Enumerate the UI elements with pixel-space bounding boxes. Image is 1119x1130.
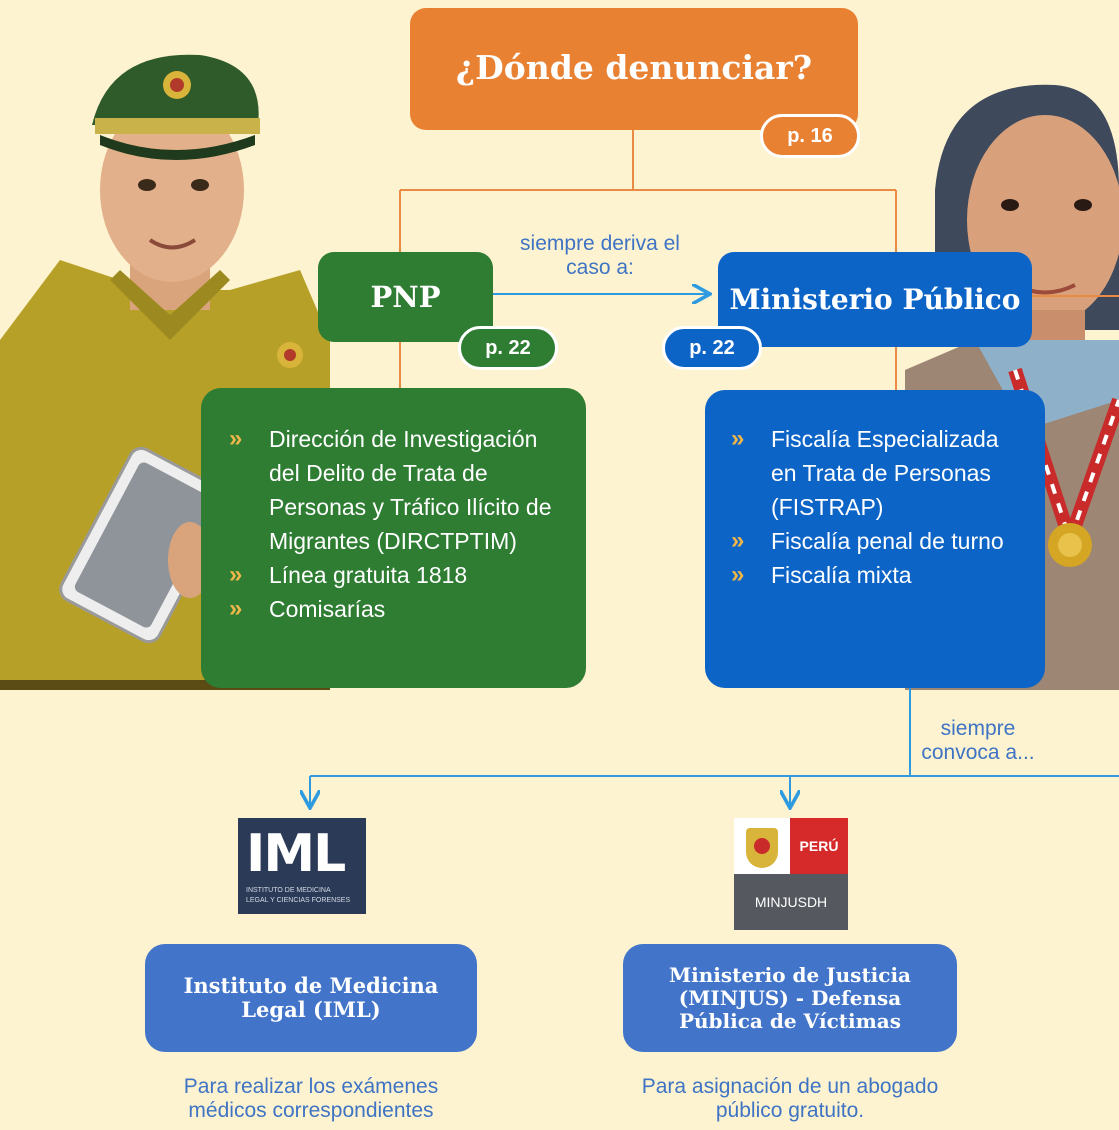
chevron-right-icon: » bbox=[731, 527, 745, 554]
ministerio-items: »Fiscalía Especializada en Trata de Pers… bbox=[731, 422, 1027, 592]
minjus-logo: PERÚ MINJUSDH bbox=[734, 818, 848, 930]
list-item: »Comisarías bbox=[229, 592, 566, 626]
chevron-right-icon: » bbox=[731, 561, 745, 588]
pnp-page-badge: p. 22 bbox=[458, 326, 558, 370]
chevron-right-icon: » bbox=[229, 595, 243, 622]
police-officer-illustration bbox=[0, 54, 330, 690]
list-item: »Fiscalía Especializada en Trata de Pers… bbox=[731, 422, 1027, 524]
list-item: »Dirección de Investigación del Delito d… bbox=[229, 422, 566, 558]
ministerio-box: Ministerio Público bbox=[718, 252, 1032, 347]
deriva-label: siempre deriva el caso a: bbox=[520, 232, 680, 279]
title-page-badge: p. 16 bbox=[760, 114, 860, 158]
chevron-right-icon: » bbox=[229, 561, 243, 588]
minjus-logo-bottom: MINJUSDH bbox=[734, 874, 848, 930]
minjus-label: Ministerio de Justicia (MINJUS) - Defens… bbox=[668, 962, 912, 1033]
iml-logo: IML INSTITUTO DE MEDICINA LEGAL Y CIENCI… bbox=[238, 818, 366, 914]
minjus-logo-top: PERÚ bbox=[790, 818, 848, 874]
pnp-page-text: p. 22 bbox=[485, 336, 531, 359]
list-item: »Fiscalía penal de turno bbox=[731, 524, 1027, 558]
iml-label: Instituto de Medicina Legal (IML) bbox=[183, 973, 439, 1022]
title-text: ¿Dónde denunciar? bbox=[455, 47, 813, 87]
iml-logo-sub1: INSTITUTO DE MEDICINA bbox=[246, 887, 331, 894]
minjus-box: Ministerio de Justicia (MINJUS) - Defens… bbox=[623, 944, 957, 1052]
iml-box: Instituto de Medicina Legal (IML) bbox=[145, 944, 477, 1052]
pnp-box: PNP bbox=[318, 252, 493, 342]
pnp-label: PNP bbox=[370, 280, 441, 314]
iml-caption: Para realizar los exámenes médicos corre… bbox=[183, 1075, 439, 1122]
pnp-list-box: »Dirección de Investigación del Delito d… bbox=[201, 388, 586, 688]
peru-shield-icon bbox=[746, 828, 778, 868]
chevron-right-icon: » bbox=[229, 425, 243, 452]
ministerio-page-text: p. 22 bbox=[689, 336, 735, 359]
minjus-caption: Para asignación de un abogado público gr… bbox=[641, 1075, 939, 1122]
title-box: ¿Dónde denunciar? bbox=[410, 8, 858, 130]
iml-logo-text: IML bbox=[246, 824, 346, 884]
ministerio-label: Ministerio Público bbox=[729, 283, 1021, 316]
list-item: »Fiscalía mixta bbox=[731, 558, 1027, 592]
iml-logo-sub2: LEGAL Y CIENCIAS FORENSES bbox=[246, 897, 351, 904]
ministerio-list-box: »Fiscalía Especializada en Trata de Pers… bbox=[705, 390, 1045, 688]
convoca-label: siempre convoca a... bbox=[921, 717, 1035, 764]
chevron-right-icon: » bbox=[731, 425, 745, 452]
pnp-items: »Dirección de Investigación del Delito d… bbox=[229, 422, 566, 626]
list-item: »Línea gratuita 1818 bbox=[229, 558, 566, 592]
title-page-text: p. 16 bbox=[787, 124, 833, 147]
ministerio-page-badge: p. 22 bbox=[662, 326, 762, 370]
